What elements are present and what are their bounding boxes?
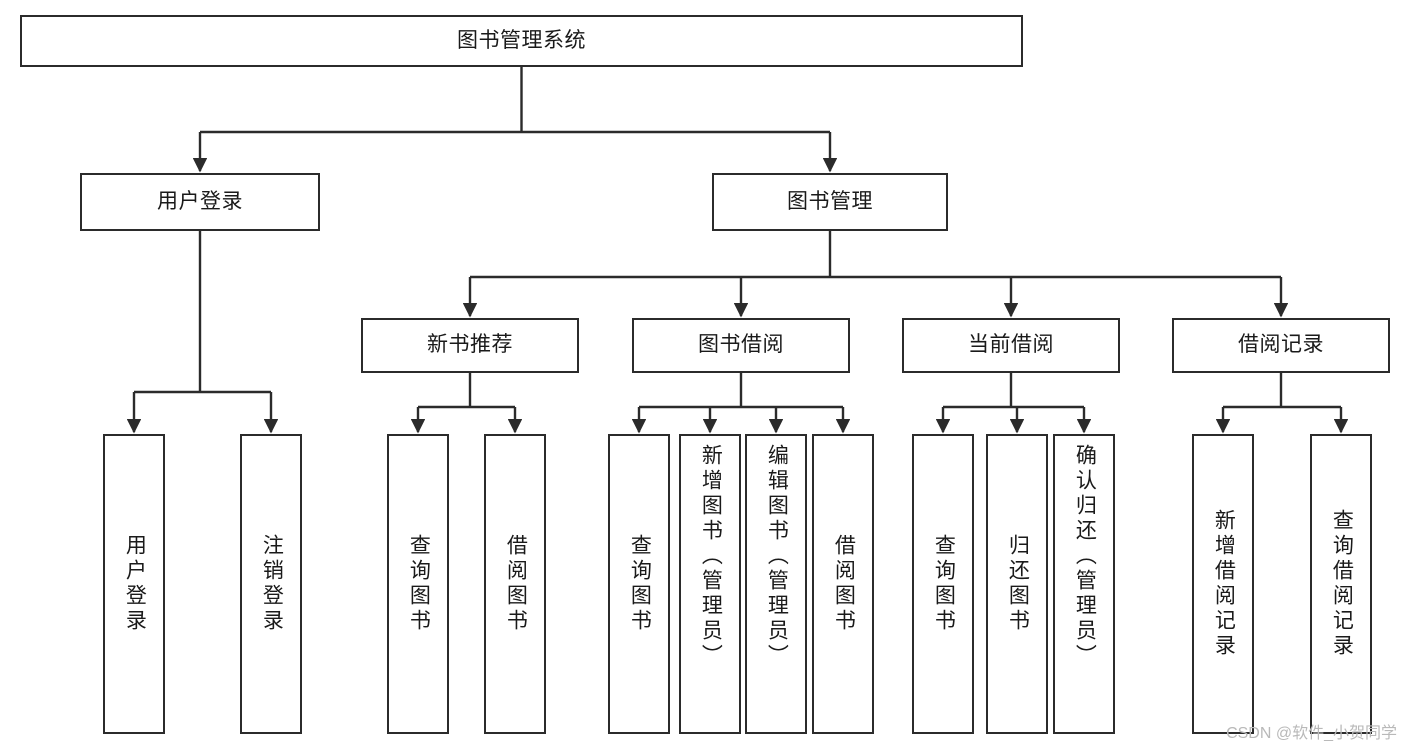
node-user-login[interactable]: 用户登录 (80, 173, 320, 231)
node-label: 确认归还（管理员） (1073, 444, 1097, 669)
node-label: 图书借阅 (698, 333, 784, 357)
node-label: 图书管理 (787, 189, 873, 213)
node-leaf-query-book-3[interactable]: 查询图书 (912, 434, 974, 734)
node-label: 查询图书 (628, 534, 652, 634)
node-label: 借阅图书 (832, 534, 856, 634)
node-leaf-borrow-book-1[interactable]: 借阅图书 (484, 434, 546, 734)
node-book-management[interactable]: 图书管理 (712, 173, 948, 231)
node-label: 编辑图书（管理员） (765, 444, 789, 669)
node-borrow-record[interactable]: 借阅记录 (1172, 318, 1390, 373)
node-leaf-borrow-book-2[interactable]: 借阅图书 (812, 434, 874, 734)
node-label: 当前借阅 (968, 333, 1054, 357)
node-label: 查询图书 (932, 534, 956, 634)
node-label: 查询借阅记录 (1330, 509, 1354, 659)
node-leaf-logout[interactable]: 注销登录 (240, 434, 302, 734)
node-label: 用户登录 (157, 189, 243, 213)
node-label: 查询图书 (407, 534, 431, 634)
node-label: 图书管理系统 (457, 28, 586, 52)
node-current-borrow[interactable]: 当前借阅 (902, 318, 1120, 373)
node-leaf-confirm-return[interactable]: 确认归还（管理员） (1053, 434, 1115, 734)
node-book-borrow[interactable]: 图书借阅 (632, 318, 850, 373)
node-leaf-return-book[interactable]: 归还图书 (986, 434, 1048, 734)
node-new-book-recommend[interactable]: 新书推荐 (361, 318, 579, 373)
node-label: 用户登录 (123, 534, 147, 634)
node-leaf-user-login[interactable]: 用户登录 (103, 434, 165, 734)
node-leaf-query-record[interactable]: 查询借阅记录 (1310, 434, 1372, 734)
node-label: 注销登录 (260, 534, 284, 634)
node-label: 新书推荐 (427, 333, 513, 357)
node-label: 归还图书 (1006, 534, 1030, 634)
node-label: 新增借阅记录 (1212, 509, 1236, 659)
node-leaf-query-book-2[interactable]: 查询图书 (608, 434, 670, 734)
csdn-watermark: CSDN @软件_小贺同学 (1226, 725, 1397, 742)
node-label: 借阅图书 (504, 534, 528, 634)
node-leaf-edit-book[interactable]: 编辑图书（管理员） (745, 434, 807, 734)
node-leaf-query-book-1[interactable]: 查询图书 (387, 434, 449, 734)
node-label: 新增图书（管理员） (699, 444, 723, 669)
node-label: 借阅记录 (1238, 333, 1324, 357)
node-leaf-add-record[interactable]: 新增借阅记录 (1192, 434, 1254, 734)
node-leaf-add-book[interactable]: 新增图书（管理员） (679, 434, 741, 734)
node-root[interactable]: 图书管理系统 (20, 15, 1023, 67)
